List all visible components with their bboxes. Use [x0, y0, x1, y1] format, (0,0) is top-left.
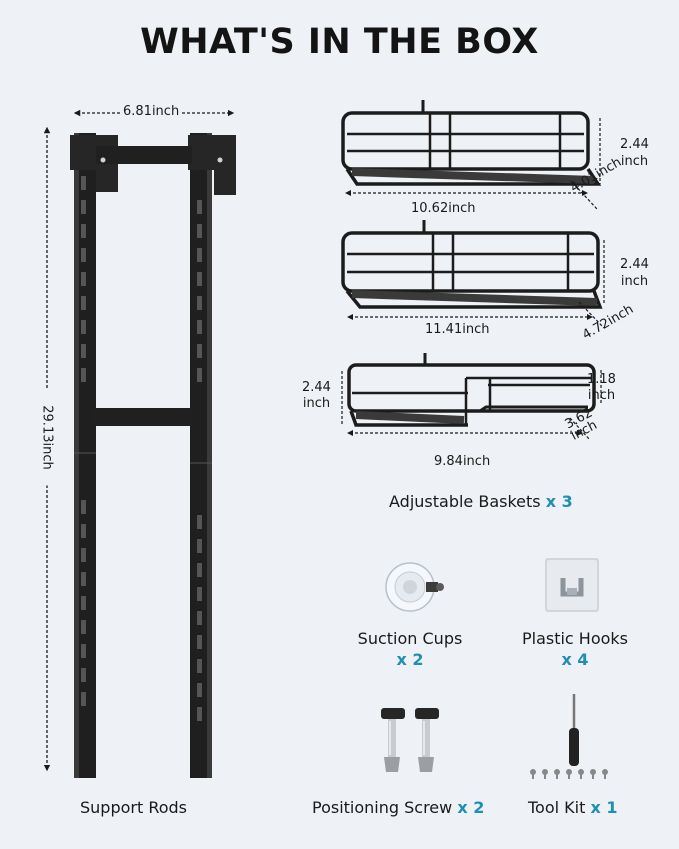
- plastic-hook-icon: [545, 558, 599, 612]
- suction-cup-icon: [385, 562, 444, 612]
- rod-width-label: 6.81inch: [120, 104, 183, 119]
- support-rods-caption: Support Rods: [80, 798, 188, 817]
- positioning-screw-icon: [381, 708, 439, 772]
- positioning-screw-qty: x 2: [457, 798, 485, 817]
- basket-3: [341, 353, 602, 441]
- plastic-hooks-qty: x 4: [561, 650, 589, 669]
- baskets-qty: x 3: [545, 492, 573, 511]
- positioning-screw-caption: Positioning Screw x 2: [312, 798, 485, 817]
- basket-1-height-label: 2.44 inch: [620, 137, 649, 169]
- basket-2-height-label: 2.44 inch: [620, 257, 649, 289]
- support-rods: [43, 109, 236, 778]
- basket-3-length-label: 9.84inch: [434, 454, 491, 469]
- baskets-caption: Adjustable Baskets x 3: [389, 492, 573, 511]
- basket-2-length-label: 11.41inch: [425, 322, 490, 337]
- basket-1: [341, 100, 602, 210]
- rod-height-label: 29.13inch: [39, 389, 55, 486]
- basket-2: [341, 220, 605, 329]
- page-title: WHAT'S IN THE BOX: [140, 22, 539, 62]
- basket-3-step-height-label: 1.18 inch: [587, 372, 616, 403]
- suction-cups-caption: Suction Cups x 2: [330, 629, 490, 669]
- tool-kit-icon: [530, 694, 608, 779]
- tool-kit-qty: x 1: [590, 798, 618, 817]
- tool-kit-caption: Tool Kit x 1: [528, 798, 618, 817]
- suction-cups-qty: x 2: [396, 650, 424, 669]
- plastic-hooks-caption: Plastic Hooks x 4: [495, 629, 655, 669]
- basket-3-left-height-label: 2.44 inch: [302, 380, 331, 411]
- basket-1-length-label: 10.62inch: [411, 201, 476, 216]
